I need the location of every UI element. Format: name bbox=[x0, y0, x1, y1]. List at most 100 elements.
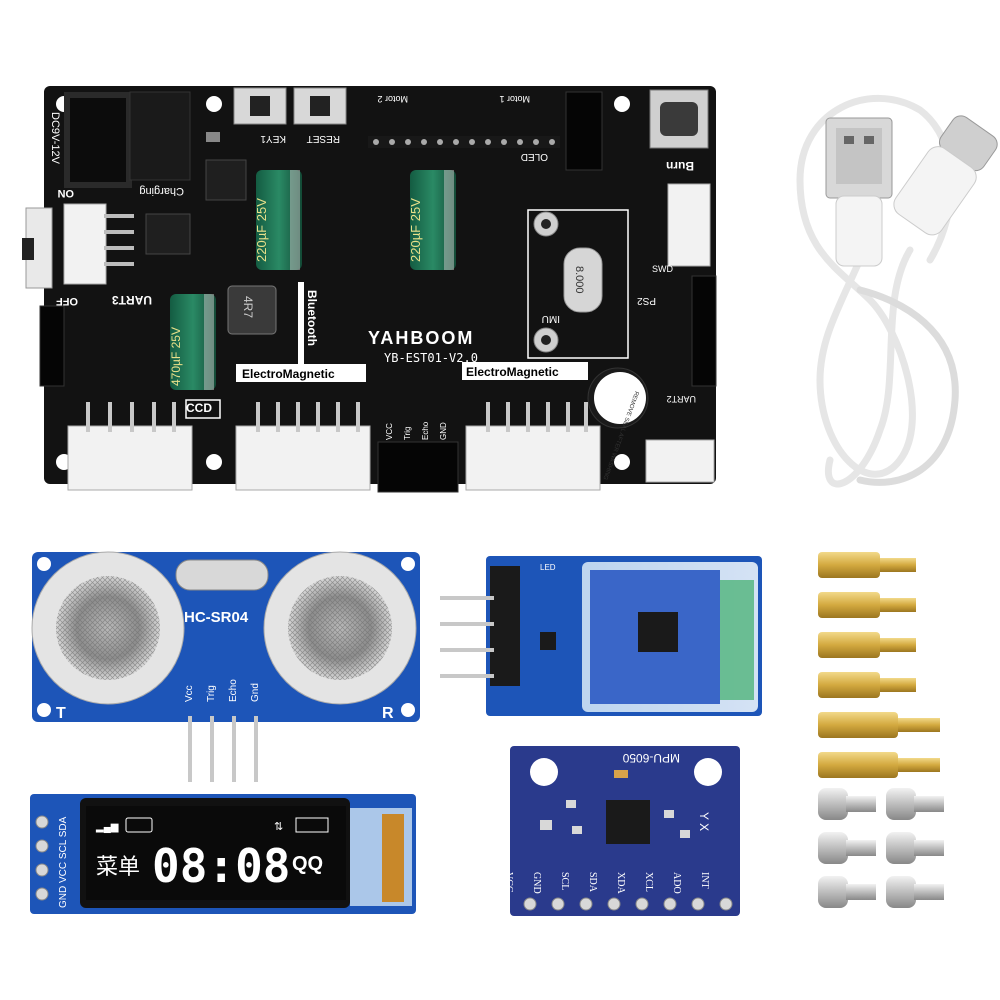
regulator bbox=[205, 159, 247, 201]
uart2-connector bbox=[645, 439, 715, 483]
mail-icon bbox=[125, 817, 153, 833]
burn-label: Burn bbox=[666, 159, 694, 173]
cap1-label: 220µF 25V bbox=[254, 198, 269, 262]
svg-text:VCC: VCC bbox=[503, 872, 514, 893]
motor-pad-row bbox=[368, 136, 560, 148]
transmitter bbox=[31, 551, 185, 705]
svg-text:VCC: VCC bbox=[385, 423, 394, 440]
model-label: YB-EST01-V2.0 bbox=[384, 351, 478, 365]
brand-logo: YAHBOOM bbox=[368, 328, 474, 348]
mount-hole bbox=[614, 454, 630, 470]
on-label: ON bbox=[57, 187, 74, 199]
receiver bbox=[263, 551, 417, 705]
power-label: DC9V-12V bbox=[49, 112, 61, 165]
crystal-label: 8.000 bbox=[573, 266, 585, 294]
brass-standoffs bbox=[818, 552, 940, 778]
svg-text:GND: GND bbox=[439, 422, 448, 440]
svg-text:XCL: XCL bbox=[643, 872, 654, 892]
svg-text:Gnd: Gnd bbox=[250, 683, 261, 702]
battery-icon bbox=[295, 817, 329, 833]
mount-hole bbox=[614, 96, 630, 112]
inductor-label: 4R7 bbox=[241, 296, 255, 318]
regulator bbox=[145, 213, 191, 255]
svg-text:Trig: Trig bbox=[403, 427, 412, 440]
cap2-label: 220µF 25V bbox=[408, 198, 423, 262]
transfer-icon: ⇅ bbox=[274, 821, 283, 833]
svg-text:XDA: XDA bbox=[615, 872, 626, 894]
svg-text:Echo: Echo bbox=[421, 421, 430, 440]
svg-text:INT: INT bbox=[699, 872, 710, 889]
uart2-label: UART2 bbox=[667, 394, 696, 404]
oled-menu: 菜单 bbox=[96, 854, 140, 879]
imu-chip bbox=[606, 800, 650, 844]
svg-text:Echo: Echo bbox=[228, 679, 239, 702]
uart3-connector bbox=[63, 203, 107, 285]
bt-header bbox=[490, 566, 520, 686]
ccd-connector bbox=[67, 425, 193, 491]
r-label: R bbox=[382, 705, 394, 722]
mount-hole bbox=[206, 96, 222, 112]
crystal bbox=[563, 247, 603, 313]
oled-time: 08:08 bbox=[152, 839, 290, 893]
svg-text:GND: GND bbox=[531, 872, 542, 894]
sonar-pins bbox=[188, 716, 258, 782]
reset-label: RESET bbox=[307, 133, 340, 144]
oled-module: GND VCC SCL SDA ▂▄▆ ⇅ 菜单 08:08 QQ bbox=[30, 794, 416, 914]
off-label: OFF bbox=[56, 295, 78, 307]
ccd-label: CCD bbox=[186, 401, 212, 415]
key1-label: KEY1 bbox=[260, 133, 286, 144]
ps2-label: PS2 bbox=[637, 295, 656, 306]
usb-a-plug bbox=[825, 117, 893, 267]
capacitor-470uf: 470µF 25V bbox=[169, 294, 216, 390]
em-right-label: ElectroMagnetic bbox=[466, 365, 559, 379]
ps2-header bbox=[691, 275, 717, 387]
oled-qq: QQ bbox=[292, 853, 323, 875]
oled-label: OLED bbox=[521, 151, 548, 162]
sonar-header bbox=[377, 441, 459, 493]
charging-label: Charging bbox=[139, 185, 184, 197]
motor1-label: Motor 1 bbox=[499, 94, 530, 104]
main-board: DC9V-12V Charging KEY1 RESET Motor 2 Mot… bbox=[22, 86, 717, 493]
imu-module: MPU-6050 Y X VCC GND SCL SDA XDA XCL ADO… bbox=[503, 746, 740, 916]
capacitor-220uf: 220µF 25V bbox=[254, 170, 302, 270]
imu-label: IMU bbox=[542, 313, 560, 324]
svg-text:SDA: SDA bbox=[587, 872, 598, 893]
oled-header bbox=[565, 91, 603, 171]
em-left-connector bbox=[235, 425, 371, 491]
uart3-label: UART3 bbox=[112, 293, 152, 307]
bt-chip bbox=[638, 612, 678, 652]
crystal bbox=[175, 559, 269, 591]
em-right-connector bbox=[465, 425, 601, 491]
mount-hole bbox=[206, 454, 222, 470]
signal-icon: ▂▄▆ bbox=[95, 822, 119, 834]
svg-text:ADO: ADO bbox=[671, 872, 682, 894]
oled-pins-label: GND VCC SCL SDA bbox=[58, 816, 69, 908]
swd-connector bbox=[667, 183, 711, 267]
ultrasonic-module: HC-SR04 T R Vcc Trig Echo Gnd bbox=[31, 551, 420, 782]
svg-text:SCL: SCL bbox=[559, 872, 570, 890]
t-label: T bbox=[56, 705, 66, 722]
imu-label: MPU-6050 bbox=[622, 751, 680, 765]
sonar-pin-labels: Vcc Trig Echo Gnd bbox=[184, 679, 261, 702]
em-left-label: ElectroMagnetic bbox=[242, 367, 335, 381]
bluetooth-label: Bluetooth bbox=[305, 290, 319, 346]
motor2-label: Motor 2 bbox=[377, 94, 408, 104]
sonar-header-pins: VCC Trig Echo GND bbox=[385, 421, 448, 440]
swd-label: SWD bbox=[652, 264, 673, 274]
screws bbox=[818, 788, 944, 908]
svg-text:Trig: Trig bbox=[206, 685, 217, 702]
uart-side-header bbox=[39, 305, 65, 387]
inductor bbox=[227, 285, 277, 335]
sonar-label: HC-SR04 bbox=[184, 609, 249, 626]
bt-led-label: LED bbox=[540, 563, 556, 572]
capacitor-220uf: 220µF 25V bbox=[408, 170, 456, 270]
usb-cable bbox=[796, 94, 959, 488]
imu-zone bbox=[527, 209, 629, 359]
svg-text:Vcc: Vcc bbox=[184, 685, 195, 702]
axes-label: Y X bbox=[697, 812, 711, 831]
cap3-label: 470µF 25V bbox=[169, 327, 183, 386]
usb-c-plug bbox=[893, 115, 998, 236]
oled-screen bbox=[86, 806, 346, 900]
imu-pin-labels: VCC GND SCL SDA XDA XCL ADO INT bbox=[503, 872, 710, 894]
